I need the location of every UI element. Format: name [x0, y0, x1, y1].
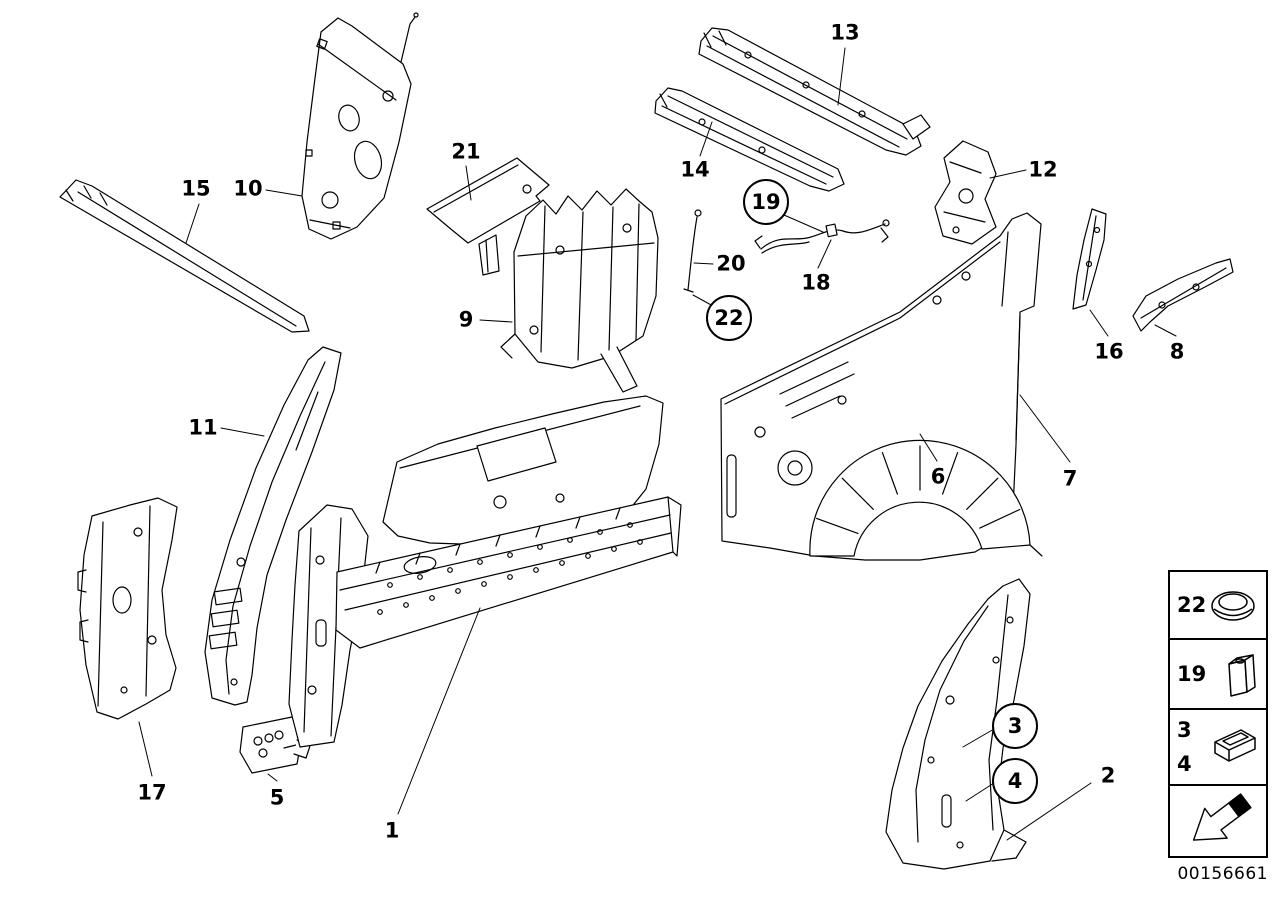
- part-18-cable-harness: [754, 219, 890, 254]
- legend-row-clip: 19: [1170, 640, 1266, 710]
- callout-16: 16: [1094, 339, 1124, 364]
- callout-6: 6: [930, 464, 946, 489]
- callout-14: 14: [680, 157, 710, 182]
- callout-4: 4: [992, 758, 1038, 804]
- grommet-icon: [1211, 591, 1255, 621]
- part-17-front-apron-panel: [77, 497, 178, 720]
- legend-label-3: 3: [1177, 718, 1192, 742]
- callout-8: 8: [1169, 339, 1185, 364]
- direction-arrow-icon: [1192, 793, 1252, 841]
- callout-21: 21: [451, 139, 481, 164]
- callout-2: 2: [1100, 763, 1116, 788]
- part-21-mounting-plate: [426, 157, 550, 276]
- part-10-a-pillar-inner-panel: [301, 12, 419, 240]
- legend-row-grommet: 22: [1170, 572, 1266, 640]
- callout-19: 19: [743, 179, 789, 225]
- part-9-front-wheelhouse-panel: [500, 188, 659, 393]
- legend-row-arrow: [1170, 786, 1266, 856]
- document-number: 00156661: [1177, 864, 1268, 884]
- part-8-roof-frame-rail: [1132, 258, 1234, 332]
- callout-22: 22: [706, 295, 752, 341]
- part-20-support-rod: [683, 209, 702, 293]
- legend-box: 22 19 3 4: [1168, 570, 1268, 858]
- part-6-rear-wheel-arch: [809, 439, 1043, 557]
- part-13-rear-cowl-rail: [698, 27, 931, 156]
- part-16-c-pillar-reinforcement: [1072, 208, 1107, 310]
- part-1-side-sill-assembly: [288, 395, 682, 748]
- legend-label-19: 19: [1177, 662, 1207, 686]
- callout-17: 17: [137, 780, 167, 805]
- callout-10: 10: [233, 176, 263, 201]
- bracket-icon: [1214, 729, 1256, 762]
- part-2-b-pillar-outer-assembly: [885, 578, 1031, 870]
- callout-18: 18: [801, 270, 831, 295]
- legend-label-4: 4: [1177, 752, 1192, 776]
- legend-row-bracket: 3 4: [1170, 710, 1266, 786]
- leader-lines: [138, 47, 1177, 841]
- part-12-rear-pillar-bracket: [934, 140, 997, 245]
- callout-15: 15: [181, 176, 211, 201]
- callout-12: 12: [1028, 157, 1058, 182]
- callout-7: 7: [1062, 466, 1078, 491]
- callout-5: 5: [269, 785, 285, 810]
- part-15-windshield-frame-strip: [59, 179, 310, 333]
- callout-11: 11: [188, 415, 218, 440]
- callout-3: 3: [992, 703, 1038, 749]
- callout-13: 13: [830, 20, 860, 45]
- callout-9: 9: [458, 307, 474, 332]
- callout-20: 20: [716, 251, 746, 276]
- part-11-a-pillar-outer-frame: [204, 346, 342, 706]
- callout-1: 1: [384, 818, 400, 843]
- clip-icon: [1228, 654, 1256, 697]
- legend-label-22: 22: [1177, 593, 1207, 617]
